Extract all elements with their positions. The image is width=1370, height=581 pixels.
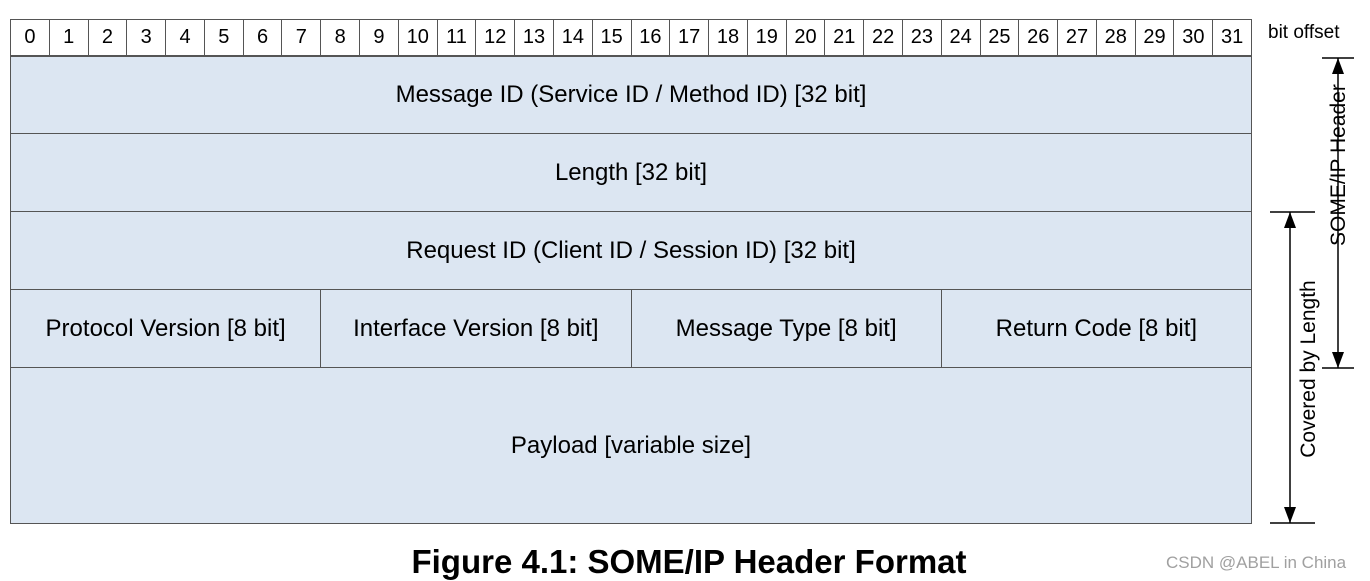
return-code-field: Return Code [8 bit] (995, 314, 1198, 342)
bit-offset-cell: 5 (203, 19, 243, 56)
version-type-row: Protocol Version [8 bit] Interface Versi… (10, 290, 1252, 368)
bit-offset-label: bit offset (1268, 22, 1340, 43)
protocol-version-field: Protocol Version [8 bit] (11, 290, 322, 367)
bit-offset-cell: 15 (591, 19, 631, 56)
bit-offset-cell: 24 (940, 19, 980, 56)
header-span-label: SOME/IP Header (1327, 84, 1350, 246)
bit-offset-cell: 0 (10, 19, 49, 56)
bit-offset-cell: 31 (1212, 19, 1252, 56)
bit-offset-cell: 6 (242, 19, 282, 56)
bit-offset-cell: 29 (1134, 19, 1174, 56)
length-coverage-arrow (1270, 211, 1315, 524)
bit-offset-cell: 1 (48, 19, 88, 56)
bit-offset-cell: 18 (708, 19, 747, 56)
message-id-field: Message ID (Service ID / Method ID) [32 … (10, 56, 1252, 134)
bit-offset-cell: 10 (397, 19, 437, 56)
header-span-arrow (1322, 57, 1354, 369)
bit-offset-cell: 14 (552, 19, 592, 56)
bit-offset-cell: 8 (320, 19, 360, 56)
bit-offset-cell: 19 (746, 19, 786, 56)
bit-offset-cell: 2 (87, 19, 127, 56)
bit-offset-cell: 16 (630, 19, 670, 56)
interface-version-field: Interface Version [8 bit] (321, 290, 632, 367)
bit-offset-cell: 12 (475, 19, 515, 56)
header-format-table: Message ID (Service ID / Method ID) [32 … (10, 56, 1252, 524)
watermark: CSDN @ABEL in China (1166, 553, 1347, 572)
length-field: Length [32 bit] (10, 134, 1252, 212)
bit-offset-cell: 17 (669, 19, 709, 56)
bit-offset-cell: 11 (436, 19, 476, 56)
bit-offset-cell: 27 (1057, 19, 1096, 56)
length-coverage-label: Covered by Length (1297, 280, 1320, 458)
bit-offset-cell: 9 (359, 19, 398, 56)
bit-offset-cell: 26 (1018, 19, 1058, 56)
request-id-field: Request ID (Client ID / Session ID) [32 … (10, 212, 1252, 290)
bit-offset-cell: 28 (1095, 19, 1135, 56)
bit-offset-cell: 22 (863, 19, 902, 56)
bit-offset-cell: 7 (281, 19, 321, 56)
bit-offset-cell: 20 (785, 19, 825, 56)
bit-offset-cell: 23 (901, 19, 941, 56)
bit-offset-cell: 3 (126, 19, 166, 56)
bit-offset-cell: 25 (979, 19, 1019, 56)
message-type-field: Message Type [8 bit] (632, 290, 942, 367)
figure-caption: Figure 4.1: SOME/IP Header Format (411, 543, 967, 580)
bit-offset-cell: 30 (1173, 19, 1213, 56)
payload-field: Payload [variable size] (10, 368, 1252, 524)
bit-offset-cell: 21 (824, 19, 864, 56)
bit-offset-cell: 13 (514, 19, 553, 56)
bit-offset-cell: 4 (165, 19, 204, 56)
